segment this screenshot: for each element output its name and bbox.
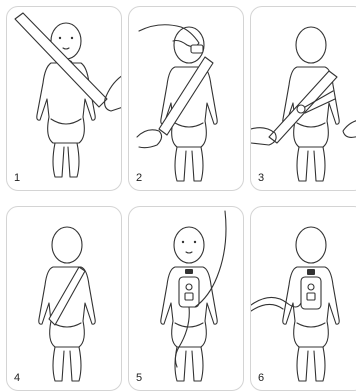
hand-bottom: [137, 130, 162, 148]
step-6-illustration: [251, 207, 356, 391]
step-panel-6: 6: [250, 206, 356, 391]
step-panel-5: 5: [128, 206, 244, 391]
step-panel-1: 1: [6, 6, 122, 191]
step-panel-4: 4: [6, 206, 122, 391]
hand: [105, 75, 122, 111]
baby-back-figure: [161, 27, 217, 181]
step-2-illustration: [129, 7, 244, 191]
step-number: 5: [136, 373, 142, 384]
step-panel-3: 3: [250, 6, 356, 191]
step-number: 3: [258, 173, 264, 184]
step-number: 4: [14, 373, 20, 384]
electrode-pad: [179, 277, 199, 307]
pad-top-strip: [185, 269, 193, 274]
step-1-illustration: [7, 7, 122, 191]
step-4-illustration: [7, 207, 122, 391]
step-number: 1: [14, 173, 20, 184]
pad: [191, 45, 203, 53]
hand-right: [343, 119, 356, 137]
pad-top-strip: [307, 269, 315, 275]
step-panel-2: 2: [128, 6, 244, 191]
step-3-illustration: [251, 7, 356, 191]
step-5-illustration: [129, 207, 244, 391]
step-number: 2: [136, 173, 142, 184]
step-number: 6: [258, 373, 264, 384]
